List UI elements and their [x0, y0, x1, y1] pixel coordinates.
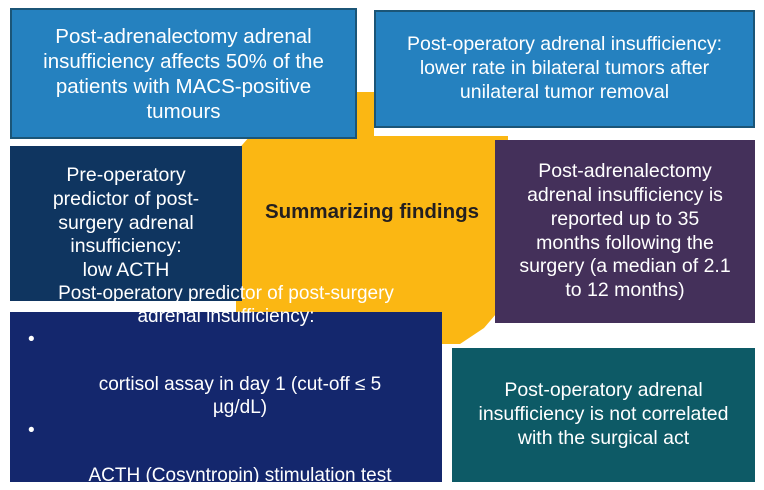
- finding-text: Post-operatory adrenal insufficiency: lo…: [406, 33, 723, 103]
- finding-box-bottom-navy: Post-operatory predictor of post-surgery…: [10, 283, 442, 490]
- finding-bullet-list: • cortisol assay in day 1 (cut-off ≤ 5 µ…: [16, 329, 436, 490]
- finding-content: Post-operatory predictor of post-surgery…: [10, 283, 442, 490]
- summarizing-findings-shape: [236, 92, 508, 344]
- list-item: • ACTH (Cosyntropin) stimulation test (c…: [16, 420, 436, 490]
- center-label: Summarizing findings: [264, 200, 480, 223]
- finding-box-top-left: Post-adrenalectomy adrenal insufficiency…: [10, 8, 357, 139]
- finding-box-right-purple: Post-adrenalectomy adrenal insufficiency…: [495, 140, 755, 323]
- list-item-text: ACTH (Cosyntropin) stimulation test (cor…: [88, 465, 392, 490]
- finding-box-left-navy: Pre-operatory predictor of post- surgery…: [10, 146, 242, 301]
- finding-text: Pre-operatory predictor of post- surgery…: [52, 164, 200, 282]
- finding-text: Post-adrenalectomy adrenal insufficiency…: [519, 160, 731, 302]
- finding-text: Post-operatory adrenal insufficiency is …: [478, 379, 729, 449]
- list-item: • cortisol assay in day 1 (cut-off ≤ 5 µ…: [16, 329, 436, 420]
- finding-box-bottom-teal: Post-operatory adrenal insufficiency is …: [452, 348, 755, 482]
- finding-heading: Post-operatory predictor of post-surgery…: [58, 283, 394, 327]
- list-item-text: cortisol assay in day 1 (cut-off ≤ 5 µg/…: [98, 374, 382, 418]
- bullet-glyph: •: [28, 328, 35, 350]
- finding-text: Post-adrenalectomy adrenal insufficiency…: [43, 24, 324, 123]
- finding-box-top-right: Post-operatory adrenal insufficiency: lo…: [374, 10, 755, 128]
- bullet-glyph: •: [28, 419, 35, 441]
